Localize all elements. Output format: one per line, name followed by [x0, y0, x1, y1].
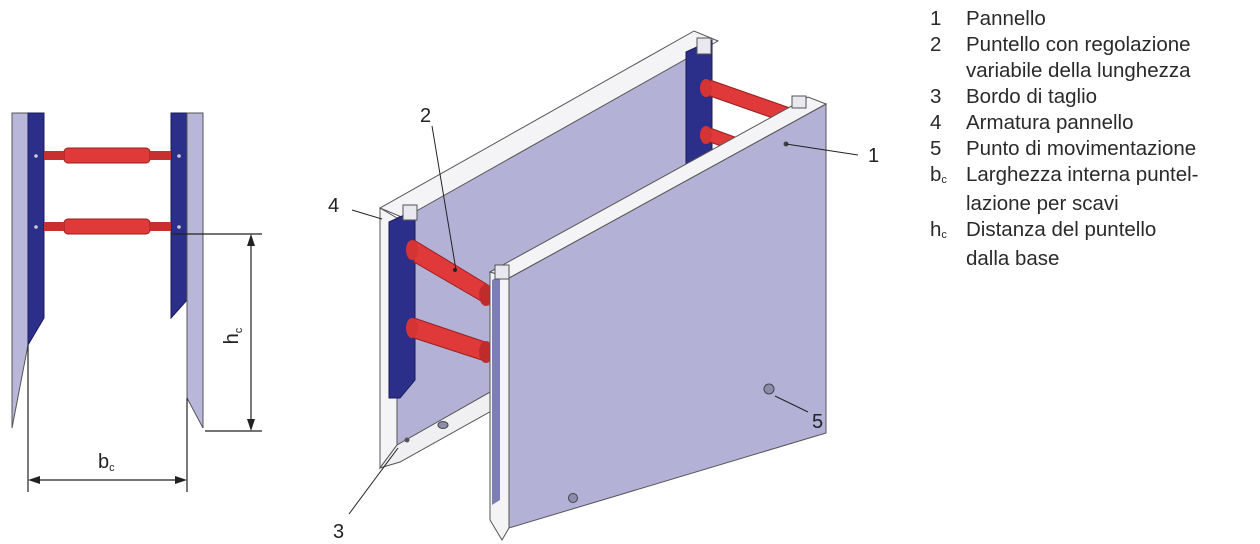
hc-arrow-bottom [247, 419, 255, 431]
hc-arrow-top [247, 234, 255, 246]
legend-item-continuation: lazione per scavi [930, 191, 1260, 217]
leader-4 [351, 209, 383, 220]
legend-text: Bordo di taglio [966, 85, 1098, 108]
legend-item: 4 Armatura pannello [930, 110, 1260, 136]
lower-strut [63, 218, 151, 235]
legend-item: 2 Puntello con regolazione [930, 32, 1260, 58]
legend-key: 4 [930, 111, 942, 134]
left-panel-frame [27, 112, 45, 347]
legend-key: 5 [930, 137, 942, 160]
legend-key: bc [930, 163, 947, 186]
legend-text: Distanza del puntello [966, 218, 1157, 241]
legend-text: Puntello con regolazione [966, 33, 1191, 56]
legend-text: Pannello [966, 7, 1046, 30]
legend-text: Larghezza interna puntel- [966, 163, 1199, 186]
callout-2: 2 [420, 105, 431, 127]
lifting-point [763, 383, 775, 395]
legend-key: 2 [930, 33, 942, 56]
bc-arrow-right [175, 476, 187, 484]
legend-text: Armatura pannello [966, 111, 1134, 134]
legend-item: bc Larghezza interna puntel- [930, 162, 1260, 191]
legend: 1 Pannello 2 Puntello con regolazione variab… [930, 6, 1260, 272]
back-panel-top-edge [378, 30, 720, 219]
leader-2 [431, 125, 457, 271]
front-left-frame [492, 276, 500, 505]
bc-label: bc [98, 451, 115, 474]
right-panel-frame [170, 112, 188, 320]
leader-1 [785, 143, 859, 156]
legend-key [930, 58, 966, 84]
upper-strut-end-l [44, 151, 64, 160]
legend-item-continuation: variabile della lunghezza [930, 58, 1260, 84]
callout-1: 1 [868, 145, 879, 167]
legend-item: hc Distanza del puntello [930, 217, 1260, 246]
legend-key: hc [930, 218, 947, 241]
legend-key: 1 [930, 7, 942, 30]
callout-3: 3 [333, 521, 344, 543]
upper-strut [63, 147, 151, 164]
legend-item: 3 Bordo di taglio [930, 84, 1260, 110]
front-elevation-view: hc bc [11, 112, 262, 492]
isometric-view: 1 2 3 4 5 [328, 30, 879, 543]
lower-strut-end-l [44, 222, 64, 231]
legend-text: Punto di movimentazione [966, 137, 1197, 160]
callout-4: 4 [328, 195, 339, 217]
legend-item: 5 Punto di movimentazione [930, 136, 1260, 162]
legend-item: 1 Pannello [930, 6, 1260, 32]
legend-item-continuation: dalla base [930, 246, 1260, 272]
leader-5 [774, 395, 809, 413]
callout-5: 5 [812, 411, 823, 433]
left-panel-face [11, 112, 29, 429]
hc-label: hc [221, 327, 245, 344]
back-left-frame [388, 209, 416, 399]
legend-text: dalla base [966, 247, 1060, 270]
bc-arrow-left [28, 476, 40, 484]
lower-strut-end-r [150, 222, 171, 231]
legend-key [930, 191, 966, 217]
legend-text: variabile della lunghezza [966, 59, 1191, 82]
legend-key: 3 [930, 85, 942, 108]
leader-3 [348, 447, 399, 515]
legend-text: lazione per scavi [966, 192, 1119, 215]
legend-key [930, 246, 966, 272]
upper-strut-end-r [150, 151, 171, 160]
right-panel-face [186, 112, 204, 429]
